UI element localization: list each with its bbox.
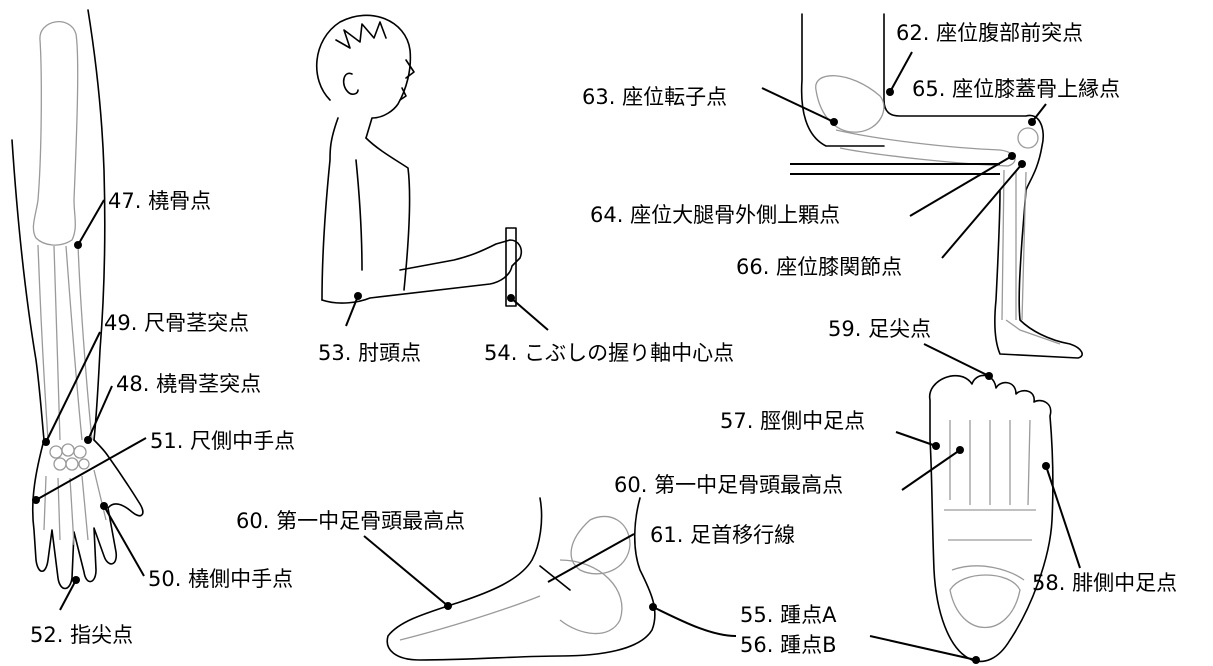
- labels: 47. 橈骨点 49. 尺骨茎突点 48. 橈骨茎突点 51. 尺側中手点 50…: [30, 21, 1177, 657]
- label-55: 55. 踵点A: [740, 603, 837, 627]
- label-60a: 60. 第一中足骨頭最高点: [236, 509, 465, 533]
- label-66: 66. 座位膝関節点: [736, 255, 902, 279]
- label-59: 59. 足尖点: [828, 317, 931, 341]
- label-62: 62. 座位腹部前突点: [896, 21, 1083, 45]
- leader-lines: [35, 51, 1081, 661]
- foot-top-illustration: [929, 372, 1054, 664]
- label-48: 48. 橈骨茎突点: [116, 372, 261, 396]
- label-47: 47. 橈骨点: [108, 189, 211, 213]
- label-56: 56. 踵点B: [740, 633, 836, 657]
- label-53: 53. 肘頭点: [318, 341, 421, 365]
- sitting-leg-illustration: [790, 13, 1083, 359]
- label-51: 51. 尺側中手点: [150, 429, 295, 453]
- label-58: 58. 腓側中足点: [1032, 571, 1177, 595]
- torso-illustration: [315, 14, 523, 307]
- label-64: 64. 座位大腿骨外側上顆点: [590, 203, 840, 227]
- label-54: 54. こぶしの握り軸中心点: [484, 341, 734, 365]
- label-60b: 60. 第一中足骨頭最高点: [614, 473, 843, 497]
- label-57: 57. 脛側中足点: [720, 409, 865, 433]
- side-foot-illustration: [386, 497, 657, 661]
- label-50: 50. 橈側中手点: [148, 567, 293, 591]
- label-63: 63. 座位転子点: [582, 85, 727, 109]
- arm-illustration: [11, 9, 144, 590]
- label-65: 65. 座位膝蓋骨上縁点: [912, 77, 1120, 101]
- label-61: 61. 足首移行線: [650, 523, 795, 547]
- label-52: 52. 指尖点: [30, 623, 133, 647]
- label-49: 49. 尺骨茎突点: [104, 311, 249, 335]
